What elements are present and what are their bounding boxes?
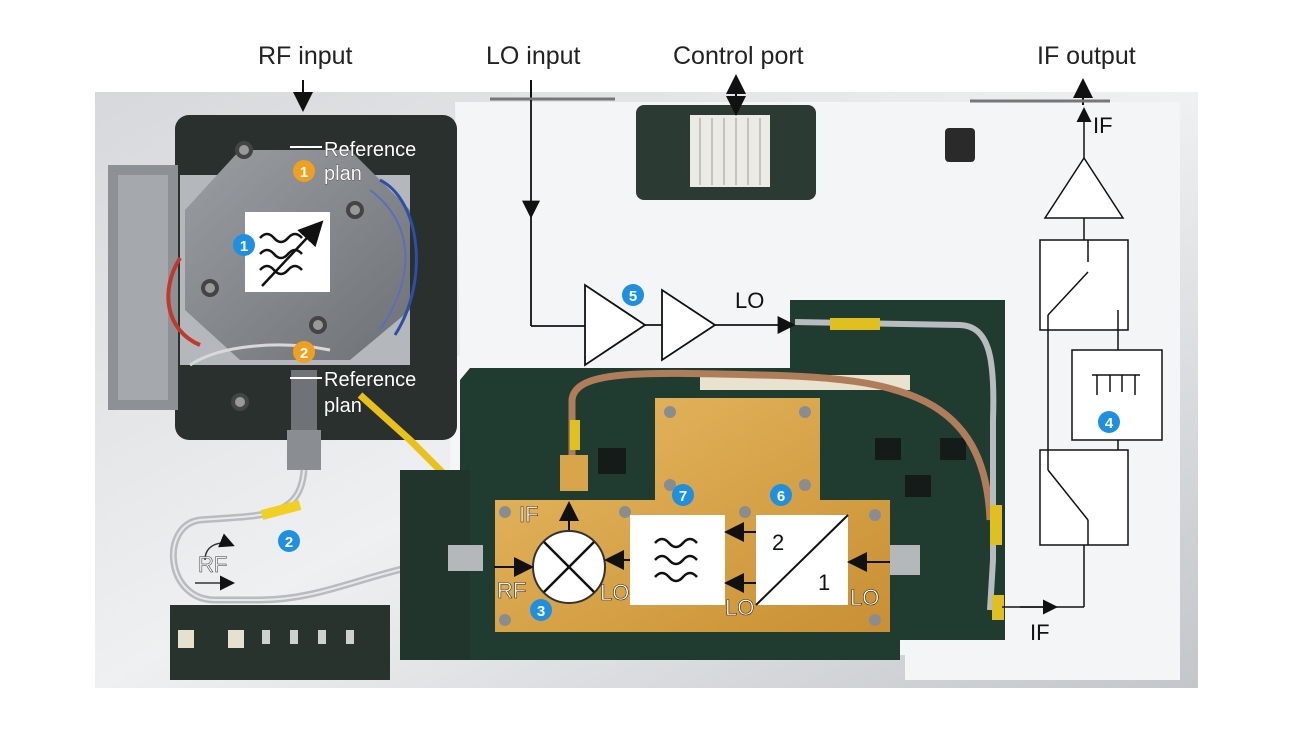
blue-marker-3: 3 [537,603,545,620]
if-switch-bottom [1039,449,1129,546]
divider-ratio-top: 2 [772,530,784,555]
if-switch-top [1039,239,1129,331]
rf-mixer-label: RF [497,578,526,603]
blue-marker-1: 1 [240,238,248,255]
reference-plane-top-line2: plan [324,163,362,185]
yig-filter-symbol [245,212,330,292]
lo-divider-label: LO [850,585,879,610]
blue-marker-5: 5 [629,288,637,305]
if-output-label: IF output [1037,42,1136,70]
rf-loop-label: RF [198,552,227,577]
lo-mixer-label: LO [600,580,629,605]
orange-marker-2: 2 [293,341,315,363]
if-mixer-label: IF [519,502,539,527]
blue-marker-2: 2 [285,534,293,551]
if-out-top-label: IF [1093,113,1113,138]
reference-plane-bottom-line1: Reference [324,369,416,391]
lo-amplifier-1 [584,283,647,367]
if-out-bottom-label: IF [1030,620,1050,645]
blue-marker-7: 7 [679,488,687,505]
control-port-connector [690,115,770,187]
blue-marker-4: 4 [1105,415,1114,432]
lo-input-label: LO input [486,42,581,70]
reference-plane-top-line1: Reference [324,139,416,161]
lo-cable [568,369,994,521]
lo-amplifier-2 [661,288,717,362]
blue-marker-6: 6 [777,488,785,505]
lo-filter-label: LO [725,595,754,620]
rf-input-label: RF input [258,42,353,70]
lower-left-pcb [170,605,390,680]
reference-plane-bottom-line2: plan [324,395,362,417]
lo-filter-symbol [630,515,725,605]
divider-ratio-bottom: 1 [818,570,830,595]
orange-marker-1: 1 [293,160,315,182]
control-port-label: Control port [673,42,804,70]
orange-marker-1-text: 1 [300,164,308,181]
orange-marker-2-text: 2 [300,345,308,362]
lo-amp-out-label: LO [735,288,764,313]
